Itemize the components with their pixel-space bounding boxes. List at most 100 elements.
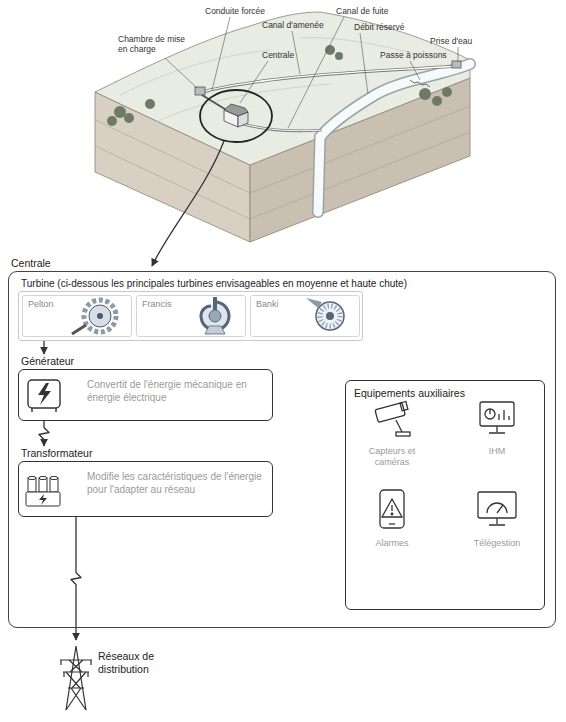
trees — [432, 96, 442, 106]
transformer-icon — [39, 476, 47, 479]
pelton-picture — [89, 305, 111, 327]
pelton-picture — [97, 313, 103, 319]
trees — [114, 106, 126, 118]
component-box: GénérateurConvertit de l'énergie mécaniq… — [18, 354, 273, 421]
terrain-block — [95, 12, 470, 165]
trees — [442, 87, 452, 97]
camera-icon — [396, 432, 410, 436]
leader-lines — [212, 17, 230, 90]
camera-icon — [400, 402, 408, 411]
banki-picture — [306, 298, 344, 330]
tailrace-canal — [243, 124, 322, 131]
turbine-card: Banki — [250, 295, 360, 337]
leader-lines — [240, 61, 268, 103]
trees — [325, 45, 335, 55]
flow-arrow — [43, 341, 44, 354]
part-label: Passe à poissons — [380, 50, 447, 60]
remote-management-icon — [487, 503, 507, 513]
focus-ellipse — [152, 141, 224, 266]
hmi-icon — [490, 409, 509, 420]
part-label: Conduite forcée — [205, 6, 265, 16]
panel-heading: Centrale — [8, 256, 556, 271]
tailrace-canal — [243, 124, 322, 131]
turbine-name: Banki — [251, 296, 359, 313]
component-heading: Générateur — [18, 354, 273, 369]
leader-lines — [458, 47, 459, 62]
plant-panel: CentraleTurbine (ci-dessous les principa… — [8, 256, 556, 628]
camera-icon — [396, 420, 402, 432]
trees — [419, 88, 431, 100]
icon-caption: Télégestion — [457, 538, 537, 549]
transformer-icon — [26, 492, 60, 506]
part-label: Canal d'amenée — [262, 20, 324, 30]
icon-caption: Alarmes — [352, 538, 432, 549]
remote-management-icon — [497, 505, 503, 513]
part-label: Centrale — [262, 50, 294, 60]
alarm-icon — [391, 513, 393, 515]
leader-lines — [410, 61, 420, 80]
pelton-picture — [72, 325, 86, 334]
francis-picture — [205, 326, 225, 334]
francis-picture — [201, 297, 229, 334]
part-label: Prise d'eau — [430, 36, 472, 46]
remote-management-icon — [478, 492, 516, 525]
grid-node: Réseaux de distribution — [58, 640, 228, 710]
part-label: Canal de fuite — [336, 6, 388, 16]
river — [318, 64, 470, 212]
leader-lines — [165, 58, 197, 88]
transformer-icon — [26, 476, 60, 506]
transformer-icon — [39, 494, 47, 505]
leader-lines — [165, 17, 458, 128]
banki-picture — [320, 306, 340, 326]
banki-picture — [316, 302, 344, 330]
generator-icon — [28, 380, 60, 412]
pylon-icon — [60, 646, 92, 710]
icon-caption: Capteurs et caméras — [352, 446, 432, 468]
headrace-canal — [410, 80, 430, 87]
pylon-icon — [60, 646, 92, 710]
hmi-icon — [480, 402, 514, 426]
frame-outline: Modifie les caractéristiques de l'énergi… — [18, 461, 273, 517]
river — [318, 64, 470, 212]
alarm-icon — [382, 499, 402, 517]
francis-picture — [213, 297, 217, 310]
trees — [124, 113, 134, 123]
component-heading: Equipements auxiliaires — [346, 381, 544, 406]
banki-picture — [326, 312, 334, 320]
pylon-icon — [61, 660, 91, 677]
penstock — [195, 87, 205, 95]
frame-outline — [18, 291, 363, 341]
alarm-icon — [389, 523, 395, 524]
remote-management-icon — [478, 492, 516, 518]
tailrace-canal — [243, 124, 322, 131]
alarm-icon — [380, 490, 404, 528]
power-house — [224, 104, 248, 127]
trees — [335, 52, 343, 60]
power-bolt-connector — [71, 517, 81, 640]
turbine-group: Turbine (ci-dessous les principales turb… — [18, 277, 548, 341]
trees — [107, 116, 117, 126]
part-label: Débit réservé — [354, 22, 405, 32]
component-description: Convertit de l'énergie mécanique en éner… — [19, 370, 272, 412]
terrain-block — [95, 12, 470, 242]
leader-lines — [288, 17, 344, 128]
headrace-canal — [452, 61, 461, 68]
generator-icon — [38, 383, 51, 405]
trees — [145, 99, 155, 109]
trees — [107, 45, 452, 126]
generator-icon — [32, 408, 56, 412]
headrace-canal — [203, 61, 461, 92]
transformer-icon — [50, 476, 58, 479]
remote-management-icon — [489, 518, 505, 525]
alarm-icon — [391, 505, 392, 511]
focus-ellipse — [152, 90, 272, 266]
alarm-icon — [380, 490, 404, 528]
frame-outline: Convertit de l'énergie mécanique en éner… — [18, 369, 273, 421]
banki-picture — [306, 298, 322, 308]
auxiliary-box: Equipements auxiliaires — [345, 380, 545, 610]
francis-picture — [209, 310, 221, 322]
